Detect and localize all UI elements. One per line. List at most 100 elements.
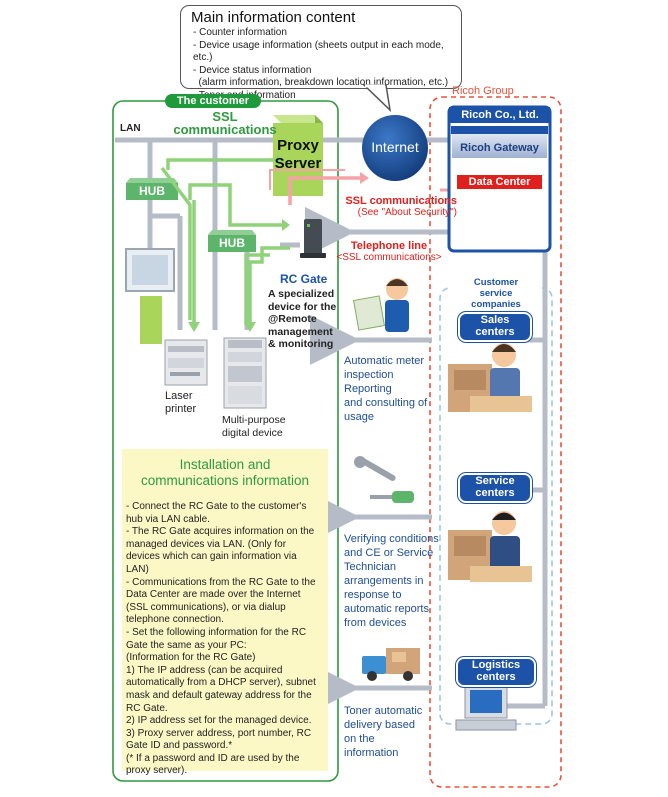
salesperson-illustration [353,278,409,332]
sales-flow-line: Reporting [344,383,392,395]
ssl-red-line2: (See "About Security") [357,207,457,218]
ssl-red-line1: SSL communications [345,195,457,207]
ricoh-company-label: Ricoh Co., Ltd. [461,109,539,121]
rc-gate-device-icon [300,219,326,258]
installation-body: - Connect the RC Gate to the customer's … [126,501,328,778]
telephone-line-note: Telephone line <SSL communications> [330,240,448,263]
installation-line: Gate the same as your PC: [126,639,247,651]
installation-line: 2) IP address set for the managed device… [126,715,312,727]
service-centers-badge: Service centers [458,473,532,503]
installation-line: Gate ID and password.* [126,740,233,752]
installation-line: - Connect the RC Gate to the customer's [126,501,307,512]
ricoh-group-outline [429,96,562,788]
installation-line: - The RC Gate acquires information on th… [126,526,315,538]
csc-label-line: companies [471,299,521,310]
logistics-pc-illustration [455,685,517,731]
proxy-line2: Server [274,155,322,172]
installation-line: telephone connection. [126,614,224,626]
logistics-flow-text: Toner automatic delivery based on the in… [344,704,422,760]
csc-label: Customer service companies [450,277,542,310]
hub-2-shape [208,230,256,252]
sales-flow-text: Automatic meter inspection Reporting and… [344,354,427,424]
sales-centers-badge: Sales centers [458,312,532,342]
service-desk-illustration [448,511,532,582]
installation-line: RC Gate. [126,702,168,714]
service-flow-line: from devices [344,617,407,629]
installation-line: (Information for the RC Gate) [126,652,256,664]
installation-line: 1) The IP address (can be acquired [126,664,283,676]
callout-tail [362,84,392,113]
telephone-line2: <SSL communications> [336,252,442,263]
installation-line: proxy server). [126,765,188,777]
callout-item: - Counter information [193,27,287,38]
ssl-pink-arrow [288,176,362,205]
service-line: centers [475,487,515,499]
hub-1-shape [126,178,178,200]
delivery-truck-illustration [362,648,420,681]
laser-printer-label: Laser printer [165,390,196,416]
ssl-label: SSL communications [160,110,290,136]
rc-gate-desc-line: & monitoring [268,338,334,351]
callout-item: - Device status information [193,64,312,76]
sales-flow-line: usage [344,411,374,423]
logistics-flow-line: delivery based [344,719,415,731]
internet-globe [362,115,428,181]
callout-list: - Counter information - Device usage inf… [193,27,461,102]
installation-line: automatically from a DHCP server), subne… [126,677,316,689]
ssl-green-arrows [160,158,290,325]
logistics-flow-line: information [344,747,399,759]
callout-item: (alarm information, breakdown location i… [193,77,449,88]
service-flow-line: response to [344,589,402,601]
laser-printer-icon [164,339,208,386]
installation-line: - Set the following information for the … [126,626,307,638]
laser-printer-line: printer [165,403,197,415]
callout-item: - Device usage information (sheets outpu… [193,39,444,64]
ricoh-gateway-label: Ricoh Gateway [460,142,539,154]
data-center-label: Data Center [457,175,542,189]
service-flow-line: arrangements in [344,575,424,587]
customer-label: The customer [165,94,261,108]
csc-label-line: service [479,288,513,299]
installation-line: Data Center are made over the Internet [126,589,301,601]
logistics-flow-line: on the [344,733,375,745]
installation-line: LAN) [126,563,149,575]
ssl-line2: communications [173,122,277,137]
service-flow-line: Technician [344,561,396,573]
service-flow-line: Verifying conditions [344,533,439,545]
mfp-line: Multi-purpose [222,414,286,426]
installation-info-box: Installation and communications informat… [122,449,328,776]
mfp-line: digital device [222,427,283,439]
laser-printer-line: Laser [165,390,193,402]
proxy-server-label: Proxy Server [271,137,325,173]
sales-desk-illustration [448,343,532,412]
logistics-line: centers [476,671,516,683]
sales-line: Sales [480,314,510,326]
hub-2-label: HUB [219,236,245,250]
rc-gate-desc-line: management [268,325,333,338]
desktop-pc-icon [125,248,175,344]
csc-label-line: Customer [473,277,519,288]
lan-label: LAN [120,123,141,134]
service-flow-line: automatic reports [344,603,429,615]
rc-gate-desc-line: @Remote [268,313,317,326]
installation-title-line: Installation and [179,457,271,472]
installation-line: - Communications from the RC Gate to the [126,576,316,588]
logistics-line: Logistics [471,659,521,671]
logistics-centers-badge: Logistics centers [456,657,536,687]
installation-line: mask and default gateway address for the [126,689,312,701]
installation-line: 3) Proxy server address, port number, RC [126,727,312,739]
installation-title-line: communications information [140,473,310,488]
rc-gate-desc-line: A specialized [268,288,335,300]
installation-line: hub via LAN cable. [126,513,210,525]
service-flow-text: Verifying conditions and CE or Service T… [344,532,439,630]
mfp-icon [223,337,267,409]
info-callout: Main information content - Counter infor… [180,5,462,101]
tools-illustration [354,456,414,503]
ricoh-group-label: Ricoh Group [452,85,514,97]
ssl-line1: SSL [212,109,238,124]
proxy-line1: Proxy [277,137,319,154]
sales-flow-line: and consulting of [344,397,428,409]
rc-gate-desc: A specialized device for the @Remote man… [268,288,336,351]
logistics-flow-line: Toner automatic [344,705,423,717]
rc-gate-title: RC Gate [280,272,328,286]
